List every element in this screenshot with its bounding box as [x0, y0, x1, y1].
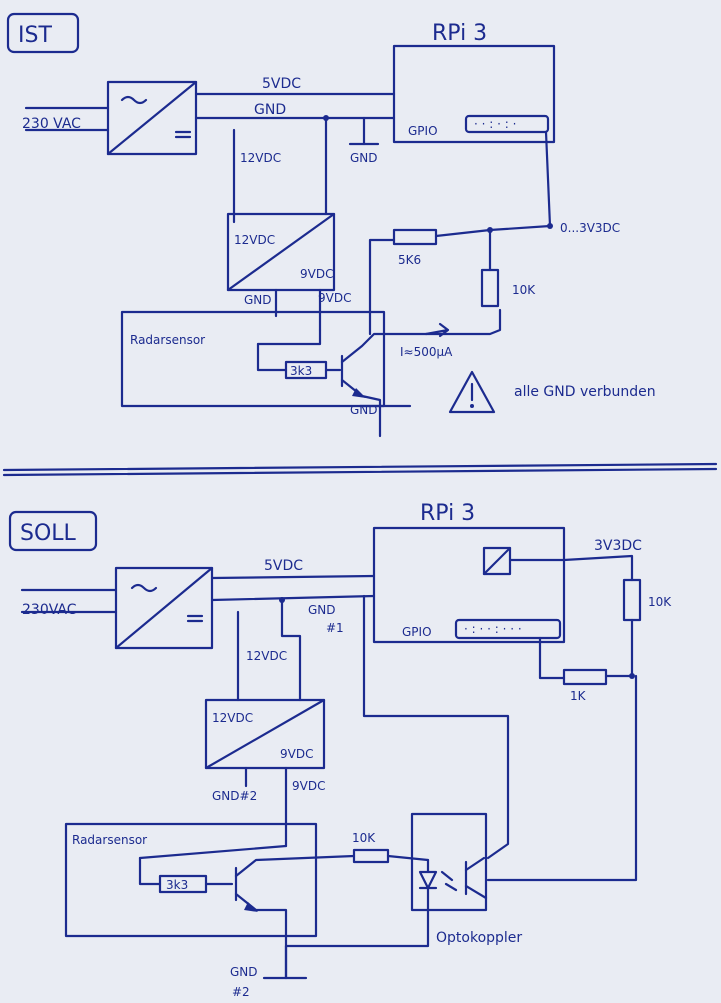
- soll-psu-box: [114, 566, 214, 650]
- soll-optocoupler: Optokoppler: [410, 812, 522, 946]
- svg-text:· : · · : · · ·: · : · · : · · ·: [464, 622, 522, 636]
- ist-gpio-label: GPIO: [408, 124, 438, 138]
- ist-rpi: RPi 3 GPIO · · : · : ·: [392, 21, 556, 144]
- soll-resistor-10k: [622, 578, 642, 622]
- ist-converter-in: 12VDC: [234, 233, 275, 247]
- ist-gnd-label: GND: [254, 102, 286, 118]
- soll-converter-box: [204, 698, 326, 770]
- ist-dcdc-converter: 12VDC 9VDC: [226, 212, 336, 292]
- soll-title-box: [8, 510, 98, 552]
- section-divider: [2, 462, 718, 472]
- ist-5v-label: 5VDC: [262, 76, 301, 92]
- ist-converter-out: 9VDC: [300, 267, 333, 281]
- ist-sensor-box: [120, 310, 386, 408]
- soll-radar-sensor: Radarsensor 3k3: [64, 822, 356, 980]
- ist-gpio-header: [464, 114, 550, 134]
- soll-opto-label: Optokoppler: [436, 930, 522, 946]
- ist-current-label: I≈500µA: [400, 345, 453, 359]
- soll-sensor-label: Radarsensor: [72, 833, 147, 847]
- ist-ground-label: GND: [350, 151, 378, 165]
- ist-warning-text: alle GND verbunden: [514, 384, 656, 400]
- soll-opto-box: [410, 812, 488, 912]
- ist-converter-box: [226, 212, 336, 292]
- svg-text:5K6: 5K6: [398, 253, 421, 267]
- soll-title: SOLL: [20, 521, 77, 546]
- svg-text:1K: 1K: [570, 689, 587, 703]
- soll-gpio-label: GPIO: [402, 625, 432, 639]
- ist-3v3-label: 0...3V3DC: [560, 221, 620, 235]
- svg-text:3k3: 3k3: [290, 364, 312, 378]
- soll-9v-label: 9VDC: [292, 779, 325, 793]
- warning-triangle-icon: [448, 370, 496, 414]
- soll-gnd2-label: GND#2: [212, 789, 257, 803]
- soll-resistor-1k: [562, 668, 608, 686]
- soll-gnd-bottom-num: #2: [232, 985, 250, 999]
- ist-section: IST 230 VAC RPi 3 GPIO · · : · : · 5VDC …: [6, 12, 656, 438]
- soll-dcdc-converter: 12VDC 9VDC: [204, 698, 326, 770]
- soll-converter-in: 12VDC: [212, 711, 253, 725]
- ist-resistor-5k6: [392, 228, 438, 246]
- ist-mains-label: 230 VAC: [22, 116, 81, 132]
- soll-sensor-box: [64, 822, 318, 938]
- ist-rpi-label: RPi 3: [432, 21, 487, 46]
- ist-title: IST: [18, 23, 52, 48]
- soll-gnd-bottom: GND: [230, 965, 258, 979]
- soll-3v3-label: 3V3DC: [594, 538, 642, 554]
- soll-mains-label: 230VAC: [22, 602, 77, 618]
- soll-converter-out: 9VDC: [280, 747, 313, 761]
- ist-sensor-9v: 9VDC: [318, 291, 351, 305]
- ist-current-arrow: [424, 322, 450, 338]
- soll-12v-label: 12VDC: [246, 649, 287, 663]
- soll-section: SOLL 230VAC RPi 3 GPIO · : · · : · · · 5…: [8, 501, 672, 999]
- soll-rpi-label: RPi 3: [420, 501, 475, 526]
- soll-5v-label: 5VDC: [264, 558, 303, 574]
- svg-text:10K: 10K: [512, 283, 536, 297]
- svg-text:10K: 10K: [648, 595, 672, 609]
- ist-sensor-label: Radarsensor: [130, 333, 205, 347]
- ac-symbol-icon: [130, 583, 158, 593]
- soll-rpi-box: [372, 526, 566, 644]
- svg-text:· · : · : ·: · · : · : ·: [474, 117, 516, 131]
- ist-resistor-10k: [480, 268, 500, 308]
- ist-power-supply: [106, 80, 198, 156]
- soll-gnd1-num: #1: [326, 621, 344, 635]
- ist-title-box: [6, 12, 80, 54]
- ac-symbol-icon: [120, 95, 148, 105]
- ist-12v-label: 12VDC: [240, 151, 281, 165]
- soll-resistor-10k-sensor: [352, 848, 390, 864]
- svg-text:3k3: 3k3: [166, 878, 188, 892]
- soll-rpi: RPi 3 GPIO · : · · : · · ·: [372, 501, 566, 644]
- ist-sensor-gnd: GND: [244, 293, 272, 307]
- soll-gnd1-label: GND: [308, 603, 336, 617]
- svg-text:10K: 10K: [352, 831, 376, 845]
- ist-gnd-bottom: GND: [350, 403, 378, 417]
- soll-gpio-header: [454, 618, 562, 640]
- soll-power-supply: [114, 566, 214, 650]
- ist-radar-sensor: Radarsensor 3k3: [120, 308, 502, 438]
